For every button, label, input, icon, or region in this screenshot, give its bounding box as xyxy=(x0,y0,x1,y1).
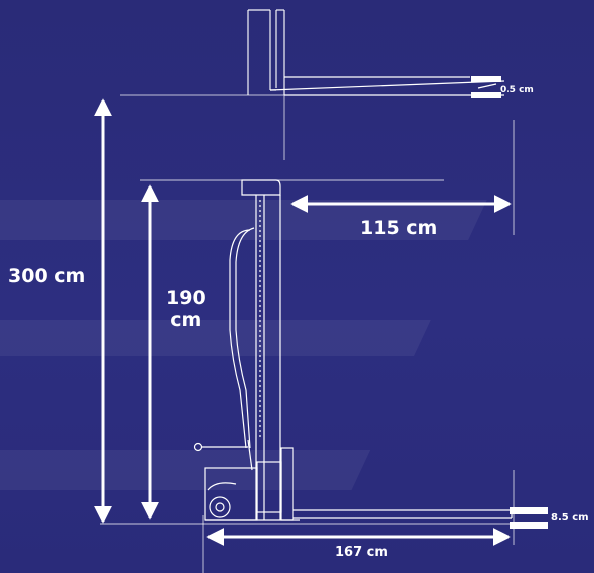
total-height-label: 300 cm xyxy=(8,265,86,287)
lift-height-unit: cm xyxy=(170,308,202,331)
lowered-fork xyxy=(293,509,513,519)
overall-length-label: 167 cm xyxy=(335,545,388,560)
hydraulic-hose xyxy=(229,227,255,449)
raised-mast xyxy=(247,9,285,95)
raised-fork xyxy=(269,76,505,96)
lowered-mast xyxy=(241,179,281,520)
fork-thickness-marker-top xyxy=(471,76,501,98)
lift-height-value: 190 xyxy=(166,287,206,309)
fork-thickness-top-label: 0.5 cm xyxy=(500,85,534,95)
fork-thickness-bottom-label: 8.5 cm xyxy=(551,512,589,523)
lift-height-label: 190 cm xyxy=(166,287,206,332)
fork-reach-label: 115 cm xyxy=(360,217,438,239)
control-handle xyxy=(193,439,253,471)
fork-thickness-marker-bottom xyxy=(510,507,548,529)
base-chassis xyxy=(204,447,300,521)
